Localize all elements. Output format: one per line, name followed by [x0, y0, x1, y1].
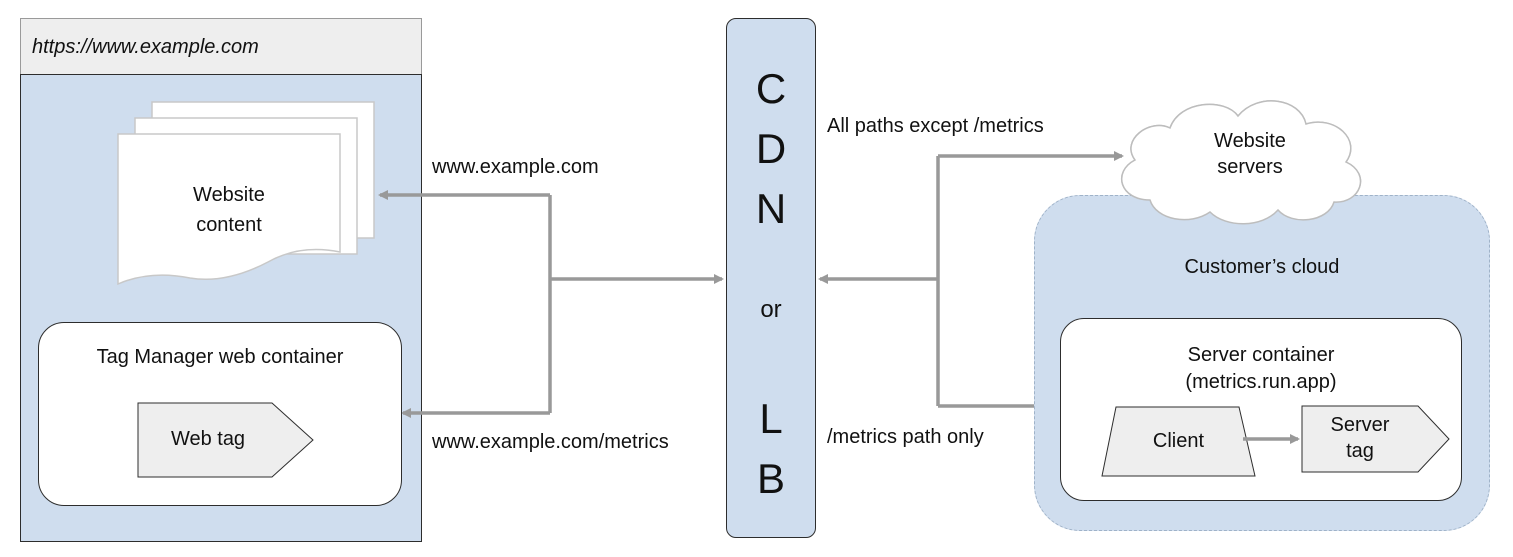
customer-cloud-label: Customer’s cloud — [1184, 256, 1340, 278]
server-container-label: Server container — [1187, 344, 1335, 366]
cdn-or-load-balancer — [726, 18, 816, 538]
cdn-letter-n: N — [755, 185, 787, 232]
website-content-document-icon — [117, 101, 375, 286]
cdn-or-label: or — [760, 296, 782, 323]
browser-titlebar — [20, 18, 422, 75]
server-tag-label: Server tag — [1330, 414, 1390, 462]
browser-url: https://www.example.com — [32, 36, 259, 58]
website-content-label: Website content — [193, 184, 265, 236]
route-label-root-domain: www.example.com — [432, 156, 599, 178]
route-label-metrics-only: /metrics path only — [827, 426, 984, 448]
lb-letter-b: B — [756, 455, 785, 502]
web-container-label: Tag Manager web container — [96, 346, 344, 368]
website-servers-label: Website servers — [1214, 130, 1286, 178]
lb-letter-l: L — [759, 395, 783, 442]
client-label: Client — [1152, 430, 1205, 452]
left-connector-lines — [378, 190, 724, 418]
web-tag-label: Web tag — [170, 428, 246, 450]
cdn-letter-c: C — [755, 65, 787, 112]
route-label-all-paths: All paths except /metrics — [827, 115, 1044, 137]
route-label-metrics-path: www.example.com/metrics — [432, 431, 669, 453]
server-container-host: (metrics.run.app) — [1185, 371, 1337, 393]
cdn-letter-d: D — [755, 125, 787, 172]
